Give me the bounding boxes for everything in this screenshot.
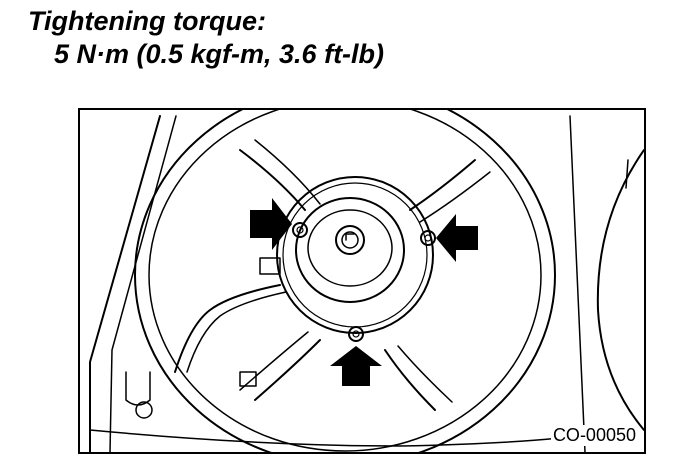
support-arm-upper-right: [409, 159, 476, 211]
shroud-bottom-edge: [89, 429, 561, 447]
fan-outer-ring: [134, 110, 556, 452]
motor-flange: [276, 176, 434, 334]
support-arm-lower-left: [254, 339, 321, 401]
motor-body: [295, 197, 405, 303]
wire-harness: [174, 284, 281, 373]
fan-motor-drawing: [89, 110, 644, 452]
bolt-right: [420, 230, 436, 246]
support-arm-lower-right: [384, 349, 436, 411]
shroud-left-edge: [89, 115, 161, 452]
bolt-left: [292, 222, 308, 238]
right-fan-ring: [596, 149, 644, 431]
arrow-icon-bottom: [330, 346, 382, 386]
bolt-bottom: [348, 326, 364, 342]
arrow-icon-right: [436, 214, 478, 262]
figure-code: CO-00050: [550, 425, 638, 446]
right-shroud-divider: [569, 115, 586, 452]
shroud-clip: [125, 371, 151, 406]
fan-motor-illustration: CO-00050: [78, 108, 646, 454]
fan-inner-ring: [148, 110, 542, 452]
torque-title: Tightening torque:: [28, 6, 266, 36]
torque-heading: Tightening torque: 5 N·m (0.5 kgf-m, 3.6…: [28, 8, 384, 68]
arrow-icon-left: [250, 198, 292, 250]
connector: [259, 257, 281, 275]
motor-shaft: [335, 225, 365, 255]
support-arm-upper-left: [239, 149, 306, 211]
torque-value: 5 N·m (0.5 kgf-m, 3.6 ft-lb): [54, 39, 385, 69]
